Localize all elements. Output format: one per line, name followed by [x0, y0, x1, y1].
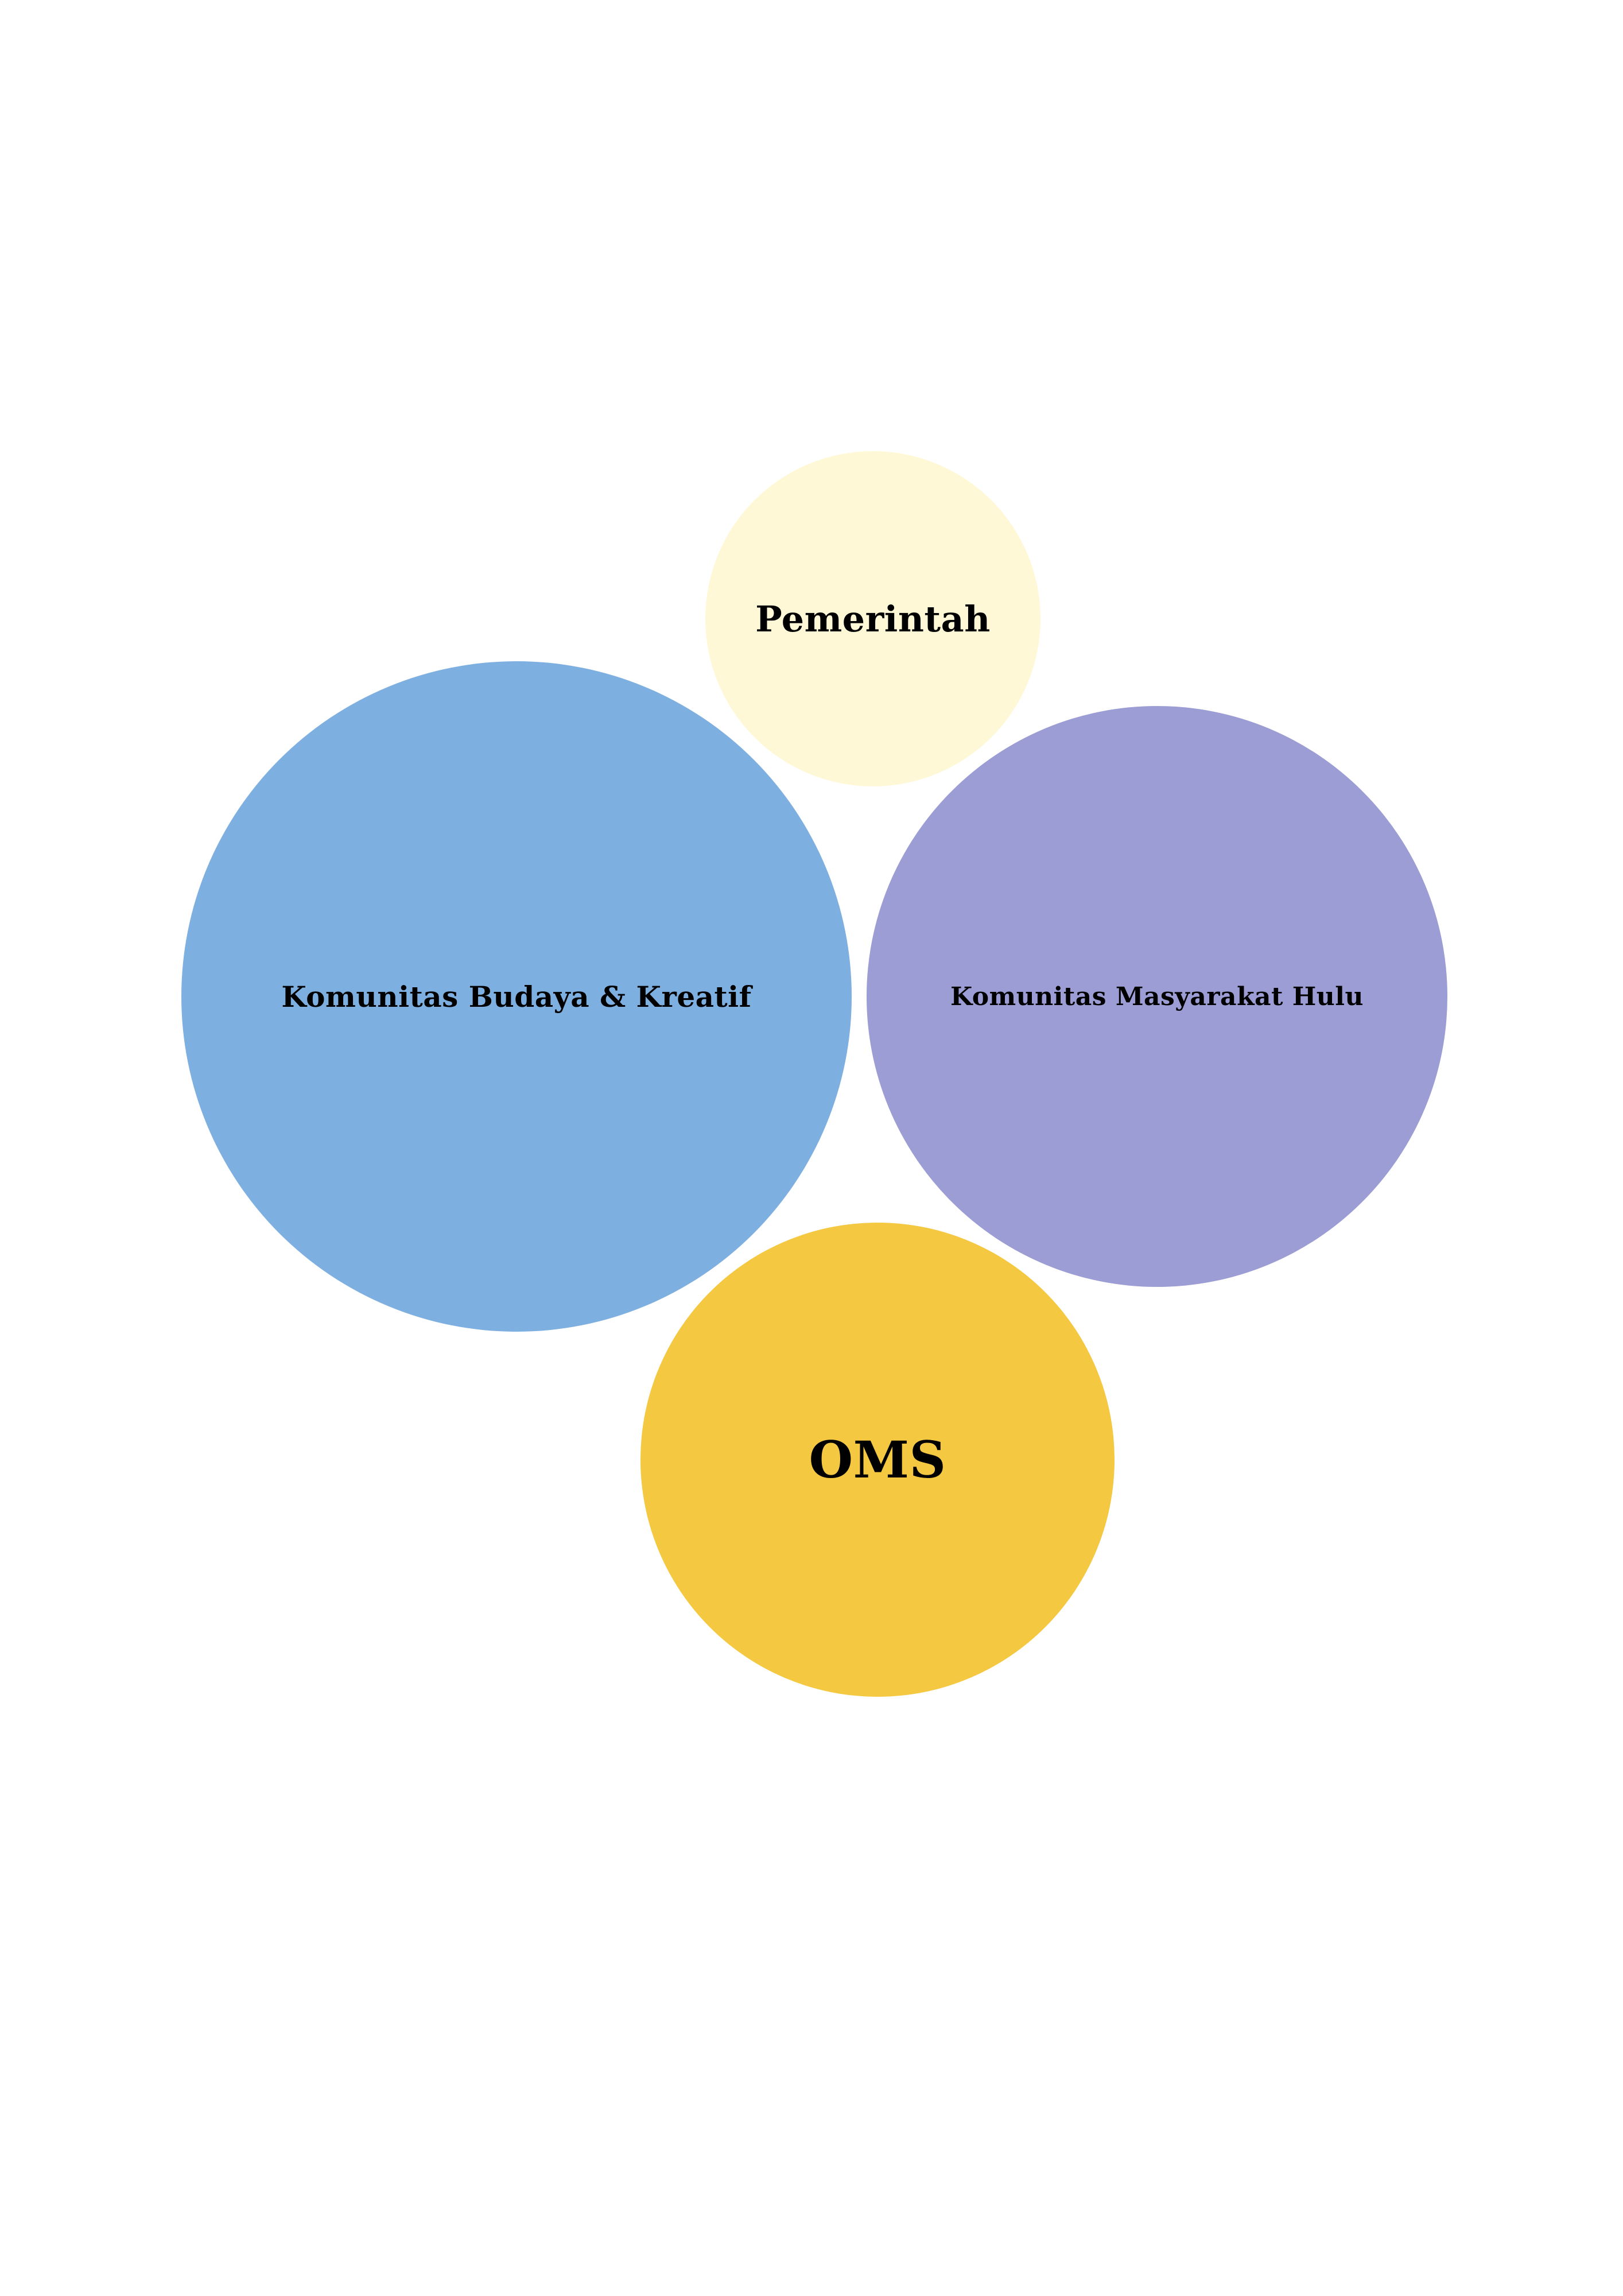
bubble-label-komunitas-masyarakat-hulu: Komunitas Masyarakat Hulu — [950, 982, 1364, 1011]
bubble-label-pemerintah: Pemerintah — [755, 598, 991, 640]
bubble-komunitas-masyarakat-hulu: Komunitas Masyarakat Hulu — [867, 706, 1447, 1287]
bubble-label-komunitas-budaya-kreatif: Komunitas Budaya & Kreatif — [281, 979, 752, 1014]
bubble-komunitas-budaya-kreatif: Komunitas Budaya & Kreatif — [181, 661, 852, 1332]
bubble-oms: OMS — [640, 1223, 1115, 1697]
bubble-pemerintah: Pemerintah — [705, 451, 1040, 786]
bubble-label-oms: OMS — [809, 1430, 946, 1490]
